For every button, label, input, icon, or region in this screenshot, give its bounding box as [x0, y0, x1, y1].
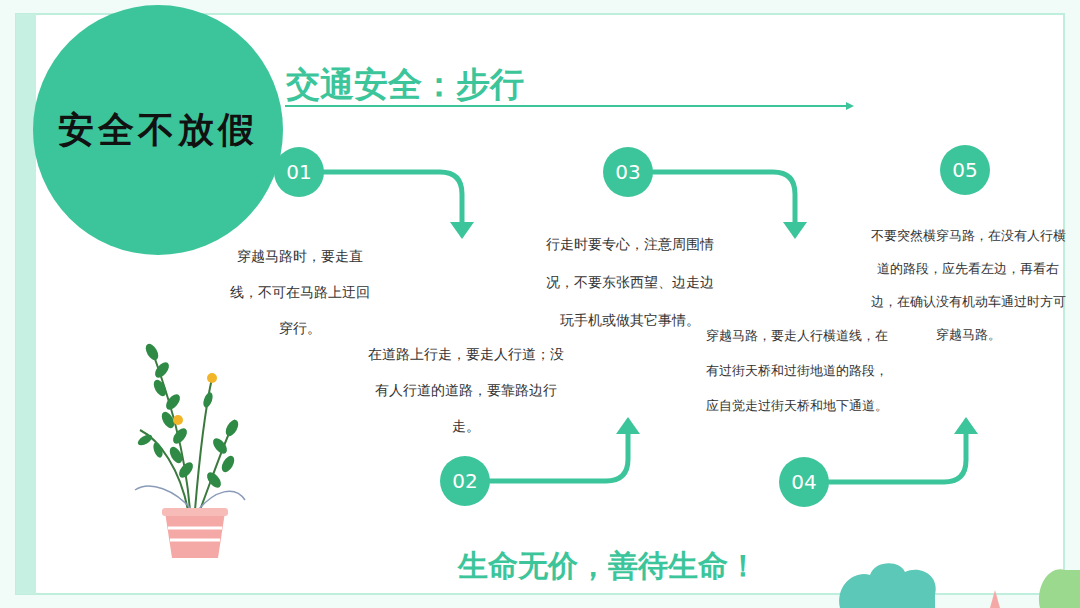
- title-circle: 安全不放假: [33, 5, 283, 255]
- step-number-circle: 02: [440, 456, 490, 506]
- circle-heading: 安全不放假: [58, 106, 258, 155]
- step-text: 穿越马路时，要走直线，不可在马路上迂回穿行。: [225, 238, 375, 346]
- plant-illustration: [135, 342, 245, 558]
- callout-number: 04: [791, 470, 816, 494]
- bush-illustration: [839, 563, 1080, 608]
- title: 交通安全：步行: [286, 62, 524, 108]
- step-text: 穿越马路，要走人行横道线，在有过街天桥和过街地道的路段，应自觉走过街天桥和地下通…: [704, 318, 890, 423]
- callout-number: 05: [952, 158, 977, 182]
- step-number-circle: 05: [940, 145, 990, 195]
- step-text: 行走时要专心，注意周围情况，不要东张西望、边走边玩手机或做其它事情。: [540, 225, 720, 339]
- step-text: 不要突然横穿马路，在没有人行横道的路段，应先看左边，再看右边，在确认没有机动车通…: [865, 219, 1071, 351]
- caption: 生命无价，善待生命！: [380, 546, 836, 587]
- step-text: 在道路上行走，要走人行道；没有人行道的道路，要靠路边行走。: [366, 336, 566, 444]
- callout-number: 01: [286, 160, 311, 184]
- step-number-circle: 01: [274, 147, 324, 197]
- callout-number: 02: [452, 469, 477, 493]
- step-number-circle: 03: [603, 147, 653, 197]
- callout-number: 03: [615, 160, 640, 184]
- step-number-circle: 04: [779, 457, 829, 507]
